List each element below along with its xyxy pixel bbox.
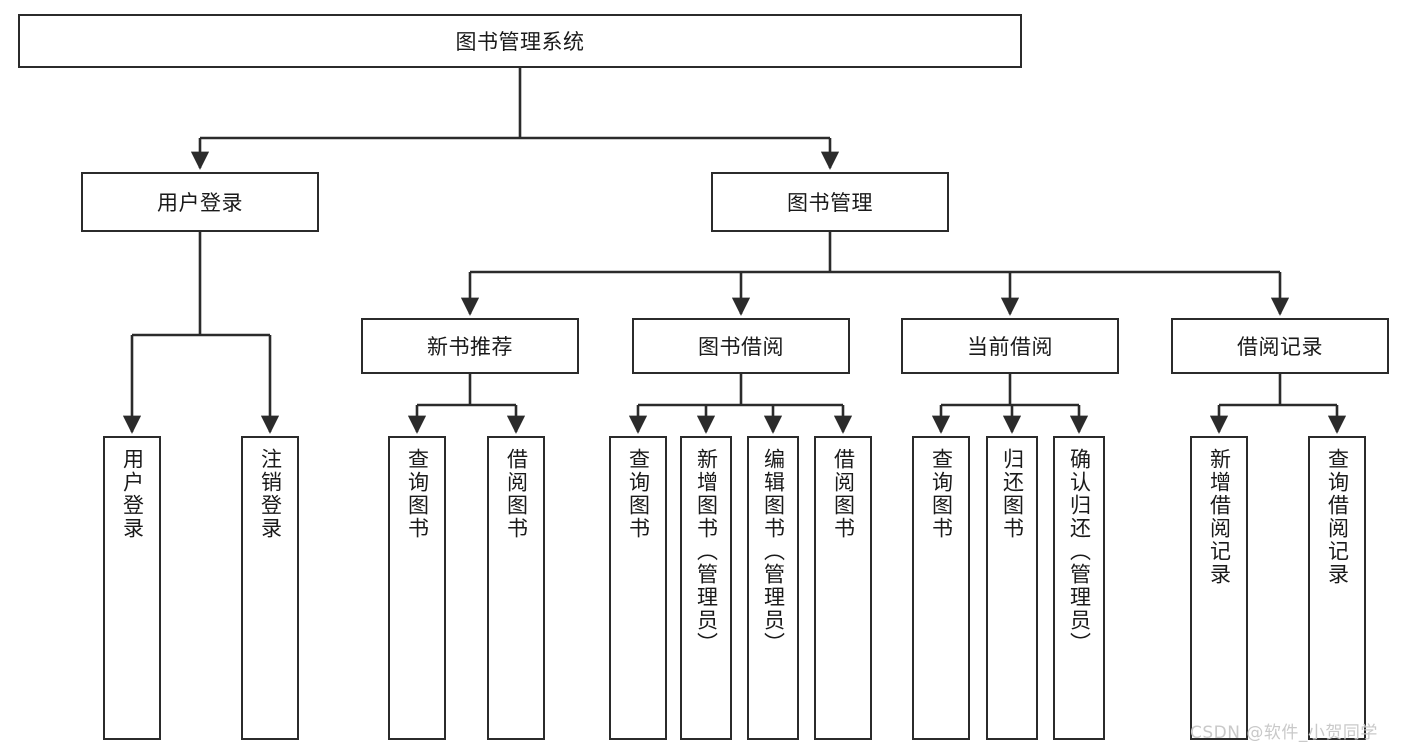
node-new-book-recommend[interactable]: 新书推荐: [361, 318, 579, 374]
leaf-query-book-nb[interactable]: 查询图书: [388, 436, 446, 740]
node-root[interactable]: 图书管理系统: [18, 14, 1022, 68]
node-book-borrow-label: 图书借阅: [698, 335, 784, 359]
leaf-logout[interactable]: 注销登录: [241, 436, 299, 740]
node-new-book-recommend-label: 新书推荐: [427, 335, 513, 359]
leaf-user-login[interactable]: 用户登录: [103, 436, 161, 740]
leaf-query-book-bk[interactable]: 查询图书: [609, 436, 667, 740]
leaf-add-book-admin-label: 新增图书（管理员）: [694, 448, 719, 655]
node-user-login[interactable]: 用户登录: [81, 172, 319, 232]
csdn-watermark: CSDN @软件_小贺同学: [1190, 723, 1378, 743]
leaf-return-book-label: 归还图书: [1000, 448, 1025, 540]
node-borrow-record[interactable]: 借阅记录: [1171, 318, 1389, 374]
node-current-borrow[interactable]: 当前借阅: [901, 318, 1119, 374]
leaf-query-book-bk-label: 查询图书: [626, 448, 651, 540]
leaf-edit-book-admin[interactable]: 编辑图书（管理员）: [747, 436, 799, 740]
leaf-logout-label: 注销登录: [258, 448, 283, 540]
node-book-management-label: 图书管理: [787, 191, 873, 215]
leaf-add-borrow-record[interactable]: 新增借阅记录: [1190, 436, 1248, 740]
leaf-query-book-cb[interactable]: 查询图书: [912, 436, 970, 740]
leaf-edit-book-admin-label: 编辑图书（管理员）: [761, 448, 786, 655]
leaf-add-book-admin[interactable]: 新增图书（管理员）: [680, 436, 732, 740]
leaf-return-book[interactable]: 归还图书: [986, 436, 1038, 740]
leaf-query-book-nb-label: 查询图书: [405, 448, 430, 540]
leaf-user-login-label: 用户登录: [120, 448, 145, 540]
node-borrow-record-label: 借阅记录: [1237, 335, 1323, 359]
leaf-borrow-book-bk[interactable]: 借阅图书: [814, 436, 872, 740]
leaf-borrow-book-bk-label: 借阅图书: [831, 448, 856, 540]
leaf-borrow-book-nb[interactable]: 借阅图书: [487, 436, 545, 740]
leaf-confirm-return-admin-label: 确认归还（管理员）: [1067, 448, 1092, 655]
node-book-borrow[interactable]: 图书借阅: [632, 318, 850, 374]
node-root-label: 图书管理系统: [455, 30, 585, 54]
leaf-borrow-book-nb-label: 借阅图书: [504, 448, 529, 540]
node-current-borrow-label: 当前借阅: [967, 335, 1053, 359]
leaf-confirm-return-admin[interactable]: 确认归还（管理员）: [1053, 436, 1105, 740]
leaf-query-borrow-record[interactable]: 查询借阅记录: [1308, 436, 1366, 740]
node-book-management[interactable]: 图书管理: [711, 172, 949, 232]
leaf-add-borrow-record-label: 新增借阅记录: [1207, 448, 1232, 586]
leaf-query-book-cb-label: 查询图书: [929, 448, 954, 540]
node-user-login-label: 用户登录: [157, 191, 243, 215]
leaf-query-borrow-record-label: 查询借阅记录: [1325, 448, 1350, 586]
